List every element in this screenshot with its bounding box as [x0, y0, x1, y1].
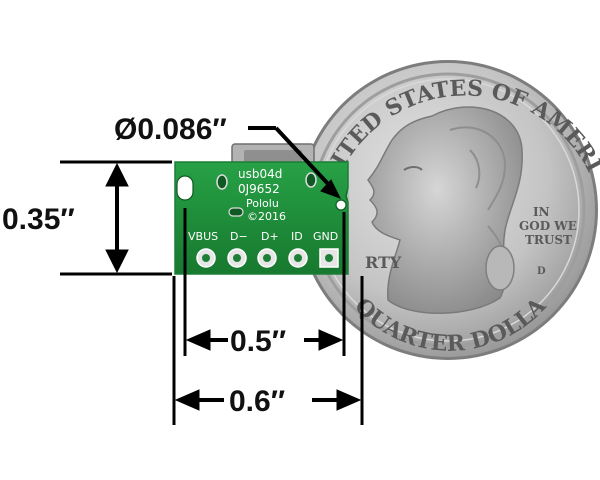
board-code: 0J9652: [238, 182, 280, 196]
usb-opening: [244, 150, 302, 162]
pin-pads: [196, 248, 339, 268]
mounting-hole-right: [335, 199, 347, 211]
pad-hole: [294, 254, 302, 262]
height-arrow-bottom: [105, 249, 129, 274]
diameter-arrow: [320, 179, 342, 199]
pad-hole: [202, 254, 210, 262]
coin-motto-line-3: TRUST: [525, 233, 572, 247]
board-part-number: usb04d: [238, 167, 282, 181]
via-right: [305, 172, 317, 188]
hole-spacing-label: 0.5″: [230, 325, 286, 358]
spacing-arrow-left: [185, 329, 211, 351]
board-copyright: ©2016: [247, 210, 286, 223]
spacing-arrow-right: [318, 329, 344, 351]
diameter-leader-diagonal: [274, 126, 332, 188]
pin-label-dminus: D−: [230, 230, 248, 243]
dimension-annotations: [60, 126, 364, 425]
pcb-edge-highlight: [174, 161, 349, 275]
height-arrow-top: [105, 162, 129, 187]
pin-label-id: ID: [291, 230, 303, 243]
pin-label-vbus: VBUS: [188, 230, 218, 243]
pad-hole: [325, 254, 333, 262]
via-center: [228, 207, 244, 217]
coin-motto-line-1: IN: [533, 205, 550, 219]
hole-diameter-label: Ø0.086″: [114, 113, 227, 146]
coin-motto-line-2: GOD WE: [519, 219, 577, 233]
height-label: 0.35″: [2, 203, 75, 236]
washington-bust: [367, 106, 523, 314]
usb-breakout-board: usb04d 0J9652 Pololu ©2016 VBUS D− D+ ID…: [174, 143, 349, 275]
mounting-hole-left: [176, 175, 194, 201]
pad-hole: [233, 254, 241, 262]
width-label: 0.6″: [229, 385, 285, 418]
via-left: [216, 174, 228, 190]
coin-liberty: RTY: [365, 253, 402, 272]
board-brand: Pololu: [246, 197, 279, 210]
width-arrow-left: [174, 389, 200, 411]
pin-label-dplus: D+: [261, 230, 279, 243]
coin-mint-mark: D: [537, 266, 546, 277]
width-arrow-right: [336, 389, 362, 411]
pad-hole: [263, 254, 271, 262]
pin-label-gnd: GND: [313, 230, 338, 243]
